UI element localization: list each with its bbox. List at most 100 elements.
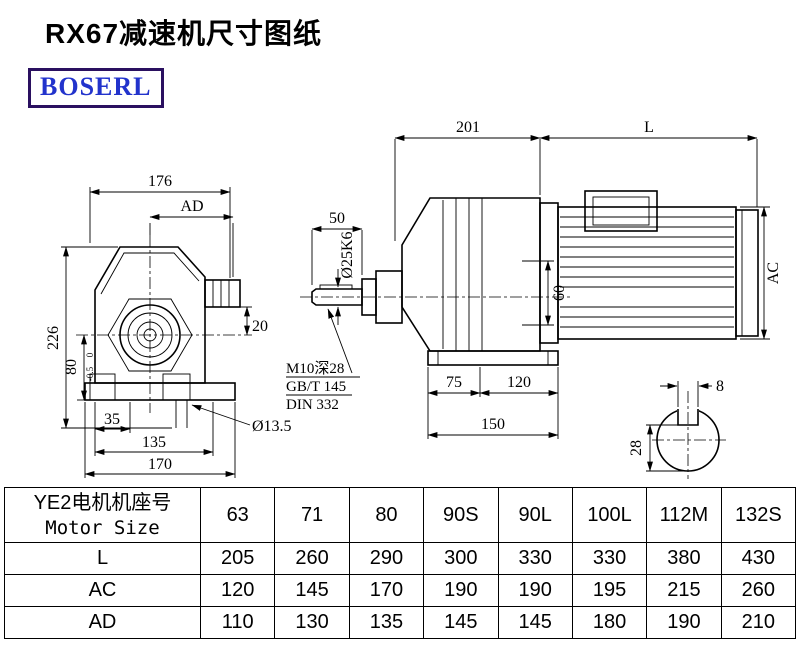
terminal-box-lid [592, 196, 650, 226]
motor-size-header-en: Motor Size [45, 517, 160, 539]
dim-150: 150 [427, 416, 559, 438]
fan-cover [735, 209, 759, 337]
note-tap-label: M10深28 [286, 360, 344, 377]
size-header-cell: 80 [348, 487, 425, 543]
motor-adapter-flange [539, 202, 559, 344]
dim-key-depth: 28 [628, 424, 688, 472]
shaft-end-notes: M10深28 GB/T 145 DIN 332 [286, 308, 360, 413]
shaft-section-view: 8 28 [628, 378, 726, 479]
dim-ac-label: AC [765, 262, 782, 284]
table-row-ad: AD 110 130 135 145 145 180 190 210 [4, 606, 797, 639]
value-cell: 170 [348, 574, 425, 607]
size-header-cell: 100L [571, 487, 648, 543]
dim-176-label: 176 [148, 173, 172, 190]
value-cell: 215 [646, 574, 722, 607]
brand-logo-box: BOSERL [28, 68, 164, 108]
dim-l-label: L [644, 119, 654, 136]
value-cell: 145 [274, 574, 350, 607]
dim-135: 135 [94, 402, 214, 456]
foot-section-hatch-left [89, 373, 116, 401]
dim-50: 50 [311, 210, 363, 285]
table-row-ac: AC 120 145 170 190 190 195 215 260 [4, 574, 797, 607]
motor-terminal-box [584, 190, 658, 232]
value-cell: 430 [720, 542, 797, 575]
motor-size-header-cn: YE2电机机座号 [33, 492, 172, 514]
value-cell: 260 [274, 542, 350, 575]
page-title: RX67减速机尺寸图纸 [45, 18, 323, 49]
dim-150-label: 150 [481, 416, 505, 433]
dim-176: 176 [89, 173, 231, 278]
shaft-dia-label: Ø25K6 [339, 231, 356, 278]
dim-170-label: 170 [148, 456, 172, 473]
dim-60-label: 60 [551, 285, 568, 301]
front-view: 176 AD 226 80 0 -0.5 [45, 173, 292, 478]
value-cell: 135 [348, 606, 425, 639]
dim-50-label: 50 [329, 210, 345, 227]
size-header-cell: 112M [646, 487, 722, 543]
key-width-label: 8 [716, 378, 724, 395]
output-bore-inner [136, 321, 164, 349]
value-cell: 110 [199, 606, 276, 639]
dim-ac: AC [740, 206, 782, 340]
value-cell: 190 [646, 606, 722, 639]
dim-226: 226 [45, 246, 172, 429]
output-bore-center [143, 328, 157, 342]
value-cell: 190 [497, 574, 573, 607]
size-header-cell: 132S [720, 487, 797, 543]
dim-60: 60 [522, 260, 568, 326]
hole-dia-label: Ø13.5 [252, 418, 292, 435]
row-label: L [4, 542, 201, 575]
row-label: AD [4, 606, 201, 639]
note-din-label: DIN 332 [286, 397, 339, 413]
dim-ad: AD [149, 198, 234, 277]
row-label: AC [4, 574, 201, 607]
value-cell: 330 [497, 542, 573, 575]
value-cell: 330 [571, 542, 648, 575]
dim-shaft-dia: Ø25K6 [335, 231, 356, 325]
motor-size-header: YE2电机机座号 Motor Size [4, 487, 201, 543]
gearbox-housing-side [401, 197, 541, 352]
dim-l: L [539, 119, 758, 207]
value-cell: 290 [348, 542, 425, 575]
dim-75-label: 75 [446, 374, 462, 391]
value-cell: 145 [423, 606, 499, 639]
value-cell: 380 [646, 542, 722, 575]
value-cell: 120 [199, 574, 276, 607]
dim-80: 80 0 -0.5 [63, 334, 95, 401]
dim-80-tol-upper: 0 [85, 352, 95, 357]
dim-20: 20 [240, 306, 268, 336]
output-bore-mid [127, 312, 173, 358]
gearbox-base [84, 382, 236, 401]
value-cell: 130 [274, 606, 350, 639]
dim-201-label: 201 [456, 119, 480, 136]
dim-80-label: 80 [63, 359, 80, 375]
dim-120-label: 120 [507, 374, 531, 391]
value-cell: 300 [423, 542, 499, 575]
value-cell: 180 [571, 606, 648, 639]
dim-80-tol-lower: -0.5 [85, 366, 95, 381]
keyway-outline [677, 409, 699, 426]
size-header-cell: 63 [199, 487, 276, 543]
output-bore-outer [119, 304, 181, 366]
motor-fins [560, 216, 734, 328]
technical-drawing: 176 AD 226 80 0 -0.5 [45, 119, 782, 479]
value-cell: 210 [720, 606, 797, 639]
dim-key-width: 8 [660, 378, 724, 407]
hex-boss [107, 298, 193, 372]
side-base [427, 350, 559, 366]
foot-section-hatch-right [162, 373, 191, 401]
dim-226-label: 226 [45, 326, 62, 350]
table-row-l: L 205 260 290 300 330 330 380 430 [4, 542, 797, 575]
brand-text: BOSERL [40, 72, 152, 101]
dim-170: 170 [84, 402, 236, 478]
dim-135-label: 135 [142, 434, 166, 451]
value-cell: 195 [571, 574, 648, 607]
dim-35-label: 35 [104, 411, 120, 428]
value-cell: 260 [720, 574, 797, 607]
value-cell: 205 [199, 542, 276, 575]
dim-20-label: 20 [252, 318, 268, 335]
value-cell: 145 [497, 606, 573, 639]
dim-75-120: 75 120 [427, 367, 559, 439]
size-header-cell: 90S [423, 487, 499, 543]
